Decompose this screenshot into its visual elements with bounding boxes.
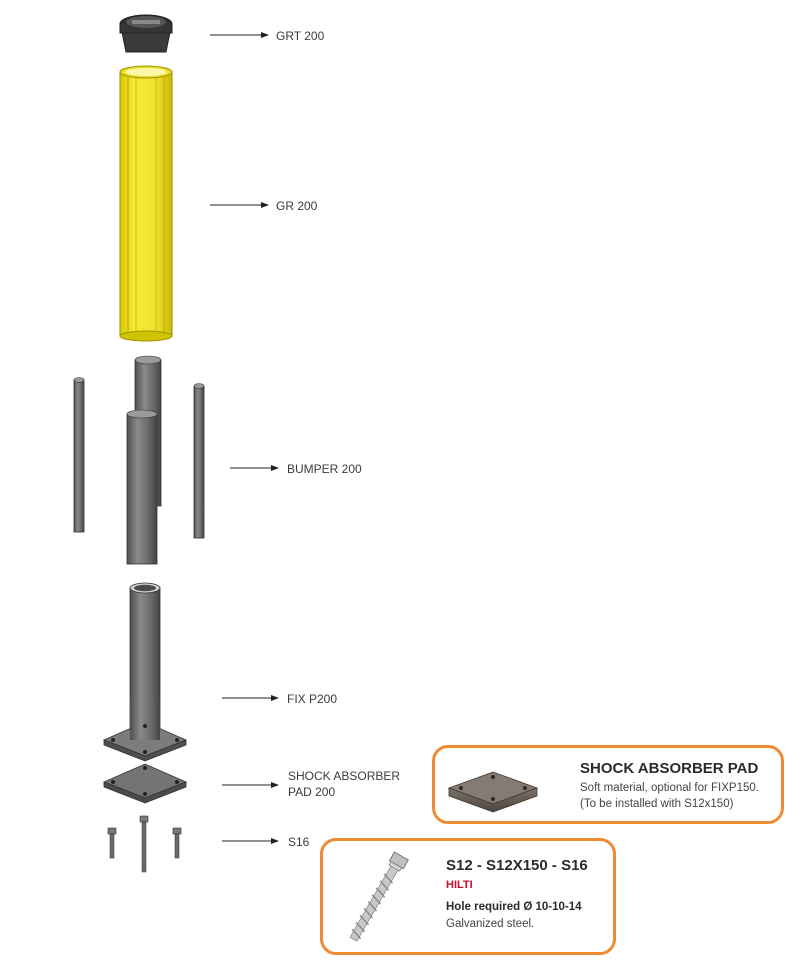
s16-screws <box>107 815 182 873</box>
label-gr-200: GR 200 <box>276 199 318 213</box>
grt-200-cap <box>119 14 173 53</box>
callout-pad-title: SHOCK ABSORBER PAD <box>580 760 759 777</box>
label-shock-absorber-pad-200: SHOCK ABSORBER PAD 200 <box>288 768 400 800</box>
fix-p200-post <box>102 582 188 762</box>
bumper-200-rods <box>73 355 205 565</box>
callout-pad-line2: (To be installed with S12x150) <box>580 798 734 810</box>
label-shock-absorber-line2: PAD 200 <box>288 785 336 799</box>
callout-screw: S12 - S12X150 - S16 HILTI Hole required … <box>320 838 616 955</box>
callout-screw-brand: HILTI <box>446 879 473 891</box>
screw-image <box>349 851 409 942</box>
label-s16: S16 <box>288 835 310 849</box>
label-shock-absorber-line1: SHOCK ABSORBER <box>288 769 401 783</box>
label-bumper-200: BUMPER 200 <box>287 462 362 476</box>
callout-screw-line2: Galvanized steel. <box>446 918 535 930</box>
shock-absorber-pad-image <box>447 771 539 813</box>
label-grt-200: GRT 200 <box>276 29 325 43</box>
callout-screw-line1: Hole required Ø 10-10-14 <box>446 901 582 913</box>
callout-screw-title: S12 - S12X150 - S16 <box>446 857 588 874</box>
shock-absorber-pad-200 <box>102 763 188 804</box>
label-fix-p200: FIX P200 <box>287 692 338 706</box>
callout-pad-line1: Soft material, optional for FIXP150. <box>580 782 759 794</box>
callout-shock-absorber-pad: SHOCK ABSORBER PAD Soft material, option… <box>432 745 784 824</box>
gr-200-sleeve <box>119 65 173 342</box>
